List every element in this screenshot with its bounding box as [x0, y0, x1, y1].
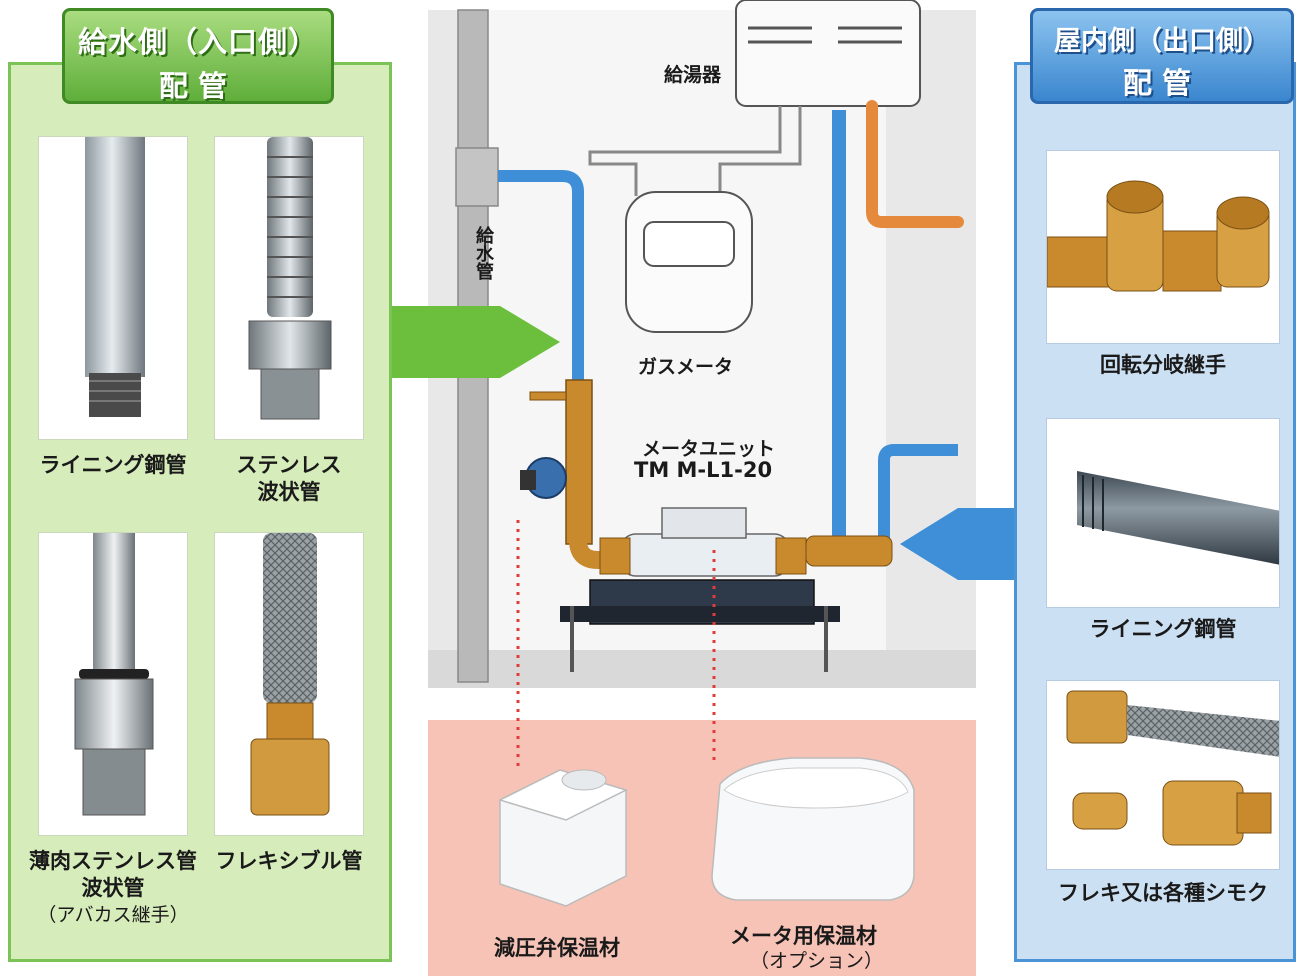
inlet-title-line2: 配管 — [158, 69, 237, 103]
left-caption-3: 薄肉ステンレス管 波状管 （アバカス継手） — [26, 848, 200, 929]
meter-insulation-note: （オプション） — [750, 950, 884, 972]
left-caption-1: ライニング鋼管 — [30, 452, 196, 479]
meter-insulation-cover — [711, 757, 915, 901]
outlet-title-line1: 屋内側（出口側） — [1054, 26, 1270, 57]
inlet-arrow — [392, 306, 560, 378]
flexible-pipe-photo — [214, 532, 364, 836]
left-caption-1-line1: ライニング鋼管 — [39, 453, 187, 477]
meter-unit-label: メータユニット — [642, 438, 776, 460]
flexible-fittings-photo — [1046, 680, 1280, 870]
inlet-water-pipe — [498, 170, 584, 392]
pressure-reducing-valve — [565, 379, 593, 545]
meter-insulation-label: メータ用保温材 — [730, 924, 877, 948]
meter-unit-model: TM M-L1-20 — [634, 458, 773, 482]
water-heater-label: 給湯器 — [664, 64, 722, 86]
outlet-title-line2: 配管 — [1122, 66, 1201, 100]
valve-insulation-label: 減圧弁保温材 — [494, 936, 620, 960]
supply-pipe-label: 給水管 — [473, 226, 494, 280]
right-caption-1: 回転分岐継手 — [1100, 353, 1226, 377]
inlet-title-line1: 給水側（入口側） — [77, 25, 318, 59]
left-caption-3-line3: （アバカス継手） — [37, 904, 189, 926]
left-caption-4: フレキシブル管 — [206, 848, 372, 875]
hot-water-pipe — [866, 100, 964, 228]
outlet-water-pipe — [878, 444, 958, 540]
left-caption-3-line2: 波状管 — [81, 876, 145, 900]
water-meter — [619, 533, 791, 577]
water-heater-body — [735, 0, 921, 107]
right-lining-steel-pipe-photo — [1046, 418, 1280, 608]
left-caption-2: ステンレス 波状管 — [206, 452, 372, 506]
inlet-piping-title: 給水側（入口側） 配管 — [62, 8, 334, 104]
left-caption-3-line1: 薄肉ステンレス管 — [29, 849, 197, 873]
heater-feed-pipe — [832, 110, 846, 540]
right-caption-3: フレキ又は各種シモク — [1058, 881, 1268, 905]
outlet-arrow — [900, 508, 1016, 580]
outlet-piping-title: 屋内側（出口側） 配管 — [1030, 8, 1294, 104]
lining-steel-pipe-photo — [38, 136, 188, 440]
outlet-brass-fitting — [805, 535, 893, 567]
left-caption-4-line1: フレキシブル管 — [215, 849, 363, 873]
supply-tee-fitting — [455, 147, 499, 207]
left-caption-2-line1: ステンレス — [236, 453, 342, 477]
gas-meter-label: ガスメータ — [638, 356, 734, 378]
left-caption-2-line2: 波状管 — [257, 480, 321, 504]
stainless-corrugated-pipe-photo — [214, 136, 364, 440]
valve-insulation-cover — [497, 769, 629, 907]
thin-stainless-pipe-photo — [38, 532, 188, 836]
right-caption-2: ライニング鋼管 — [1089, 617, 1237, 641]
rotating-branch-joint-photo — [1046, 150, 1280, 344]
